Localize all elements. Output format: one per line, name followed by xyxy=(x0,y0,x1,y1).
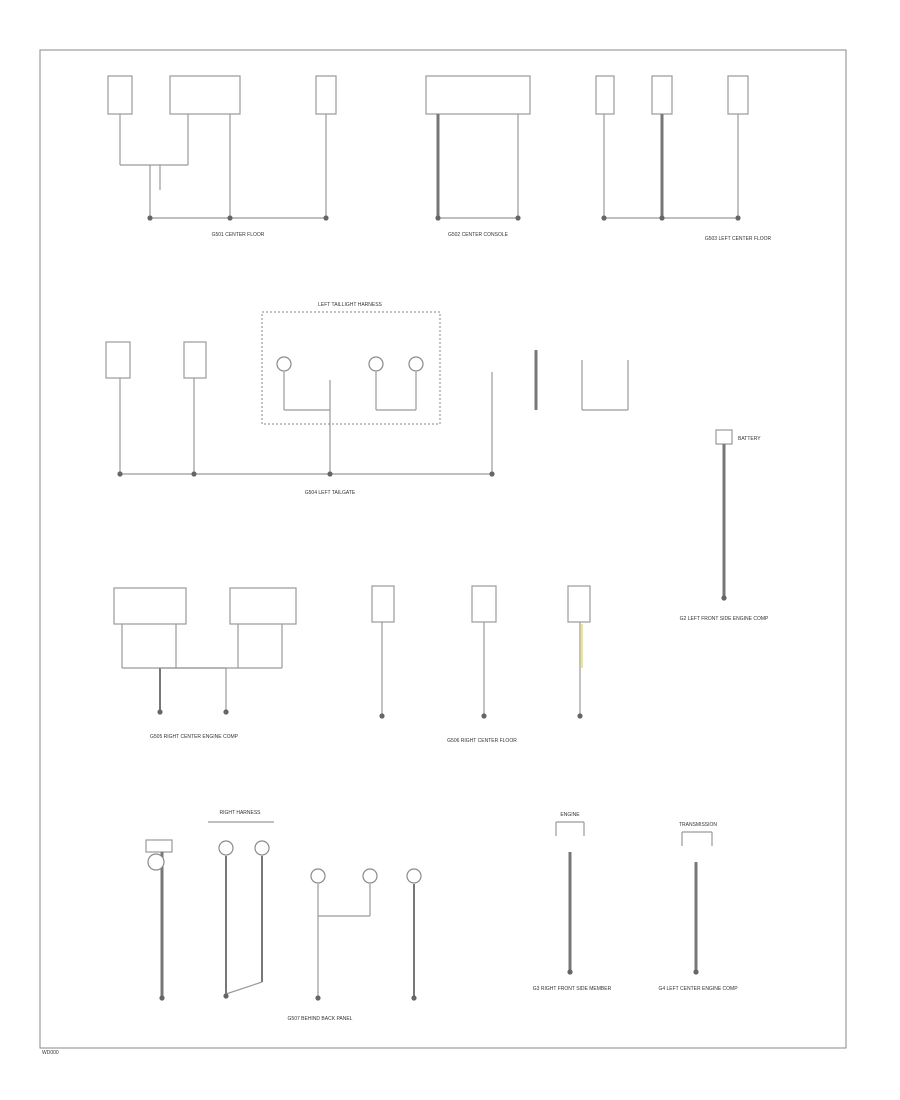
transmission-label: TRANSMISSION xyxy=(679,822,717,828)
ground-label-left-tailgate: G504 LEFT TAILGATE xyxy=(305,490,356,496)
ground-label-left-center-engine: G4 LEFT CENTER ENGINE COMP xyxy=(658,986,738,992)
harness-left-tail-label: LEFT TAILLIGHT HARNESS xyxy=(318,302,382,308)
ground-label-left-front-engine: G2 LEFT FRONT SIDE ENGINE COMP xyxy=(680,616,769,622)
ground-label-right-center-engine: G505 RIGHT CENTER ENGINE COMP xyxy=(150,734,239,740)
wires xyxy=(105,75,749,996)
harness-right-label: RIGHT HARNESS xyxy=(219,810,261,816)
diagram-frame xyxy=(39,49,847,1049)
ground-label-right-center-floor: G506 RIGHT CENTER FLOOR xyxy=(447,738,517,744)
bulb-symbols xyxy=(147,356,424,884)
battery-label: BATTERY xyxy=(738,436,761,442)
engine-label: ENGINE xyxy=(560,812,580,818)
ground-label-center-floor: G501 CENTER FLOOR xyxy=(212,232,265,238)
ground-label-behind-back-panel: G507 BEHIND BACK PANEL xyxy=(288,1016,353,1022)
ground-label-left-center-floor: G503 LEFT CENTER FLOOR xyxy=(705,236,772,242)
ground-label-center-console: G502 CENTER CONSOLE xyxy=(448,232,509,238)
ground-label-right-front-member: G3 RIGHT FRONT SIDE MEMBER xyxy=(533,986,612,992)
diagram-code: WD000 xyxy=(42,1050,59,1056)
ground-terminals xyxy=(117,215,741,1001)
